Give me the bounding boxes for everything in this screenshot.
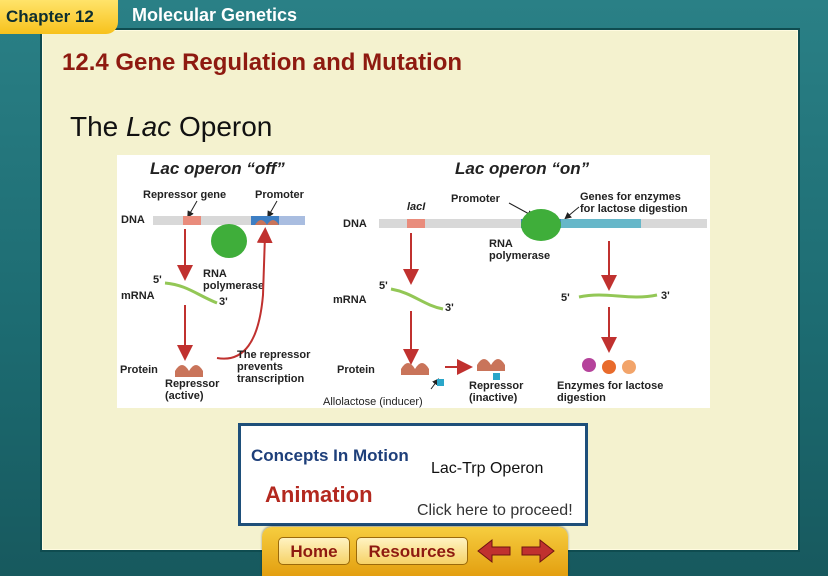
rna-pol-left-1: RNA [203, 268, 227, 280]
mrna-right-label: mRNA [333, 294, 367, 306]
dna-left-label: DNA [121, 214, 145, 226]
repressor-shape-a [401, 363, 429, 375]
three-prime-right: 3' [661, 290, 670, 302]
genes-enzymes-1: Genes for enzymes [580, 191, 681, 203]
animation-label: Animation [265, 482, 373, 507]
enzyme-3 [622, 360, 636, 374]
concepts-in-motion-link[interactable]: Concepts In Motion Animation Lac-Trp Ope… [238, 423, 588, 526]
repressor-active-2: (active) [165, 390, 204, 402]
section-title: 12.4 Gene Regulation and Mutation [62, 49, 463, 76]
allolactose-label: Allolactose (inducer) [323, 396, 423, 408]
laci-segment [407, 219, 425, 228]
five-prime-mid: 5' [379, 280, 388, 292]
laci-label: lacI [407, 201, 426, 213]
rna-pol-right-1: RNA [489, 238, 513, 250]
repressor-gene-segment [183, 216, 201, 225]
enzyme-2 [602, 360, 616, 374]
promoter-segment-left [251, 216, 279, 225]
left-arrow-icon[interactable] [476, 537, 512, 565]
protein-left-label: Protein [120, 364, 158, 376]
enzymes-2: digestion [557, 392, 606, 404]
mrna-left-strand [164, 281, 218, 305]
right-arrow-icon[interactable] [520, 537, 556, 565]
repressor-active-1: Repressor [165, 378, 220, 390]
bound-repressor [255, 220, 279, 225]
proceed-link[interactable]: Click here to proceed! [417, 502, 573, 519]
promoter-left-label: Promoter [255, 189, 305, 201]
dna-strand-right-a [379, 219, 407, 228]
chapter-tab: Chapter 12 [0, 0, 118, 34]
five-prime-left: 5' [153, 274, 162, 286]
dna-right-label: DNA [343, 218, 367, 230]
rna-pol-left-2: polymerase [203, 280, 264, 292]
mrna-left-label: mRNA [121, 290, 155, 302]
on-title: Lac operon “on” [455, 159, 590, 178]
lac-operon-diagram: Lac operon “off” Lac operon “on” Repress… [117, 155, 710, 408]
animation-title: Lac-Trp Operon [431, 460, 544, 477]
slide-heading: The Lac Operon [70, 111, 272, 143]
dna-strand-left-a [153, 216, 183, 225]
prevents-2: prevents [237, 361, 283, 373]
repressor-inactive-1: Repressor [469, 380, 524, 392]
concepts-in-motion-logo: Concepts In Motion [251, 446, 409, 465]
three-prime-left: 3' [219, 296, 228, 308]
genes-enzymes-2: for lactose digestion [580, 203, 688, 215]
heading-suffix: Operon [171, 111, 273, 142]
unit-title: Molecular Genetics [132, 5, 298, 25]
dna-strand-right-b [425, 219, 521, 228]
enzyme-1 [582, 358, 596, 372]
mrna-right-strand [578, 293, 658, 299]
resources-button[interactable]: Resources [356, 537, 468, 565]
repressor-active-shape [175, 365, 203, 377]
lactose-genes-segment [561, 219, 641, 228]
five-prime-right: 5' [561, 292, 570, 304]
heading-prefix: The [70, 111, 127, 142]
bound-allolactose-shape [493, 373, 500, 380]
off-title: Lac operon “off” [150, 159, 285, 178]
enzymes-1: Enzymes for lactose [557, 380, 663, 392]
allolactose-shape [437, 379, 444, 386]
concepts-in-motion-badge: Concepts In Motion Animation [247, 434, 415, 518]
promoter-right-label: Promoter [451, 193, 501, 205]
repressor-inactive-2: (inactive) [469, 392, 518, 404]
dna-strand-left-b [201, 216, 251, 225]
lac-operon-figure: Lac operon “off” Lac operon “on” Repress… [120, 159, 707, 408]
rna-polymerase-left [211, 224, 247, 258]
dna-strand-right-c [641, 219, 707, 228]
three-prime-mid: 3' [445, 302, 454, 314]
repressor-inactive-shape [477, 359, 505, 371]
navigation-bar: Home Resources [262, 527, 568, 576]
mrna-mid-strand [390, 287, 444, 311]
rna-polymerase-right [521, 209, 561, 241]
repressor-gene-label: Repressor gene [143, 189, 226, 201]
dna-strand-left-c [279, 216, 305, 225]
prevents-1: The repressor [237, 349, 311, 361]
rna-pol-right-2: polymerase [489, 250, 550, 262]
heading-italic: Lac [126, 111, 172, 142]
home-button[interactable]: Home [278, 537, 350, 565]
prevents-3: transcription [237, 373, 305, 385]
protein-right-label: Protein [337, 364, 375, 376]
